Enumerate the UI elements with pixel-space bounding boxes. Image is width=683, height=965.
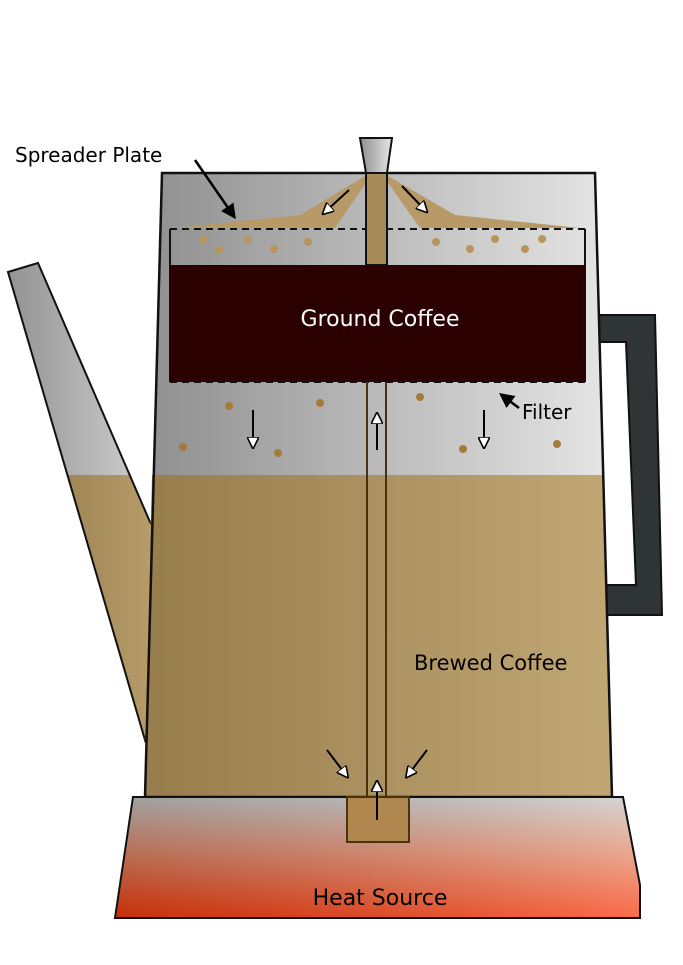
label-heat-source: Heat Source: [313, 886, 448, 911]
brewed-coffee-liquid: [145, 475, 612, 797]
top-knob: [358, 137, 394, 174]
filter-pointer-arrow: [499, 393, 520, 409]
label-spreader-plate: Spreader Plate: [15, 143, 162, 167]
handle: [597, 314, 664, 616]
spreader-plate-pointer-arrow: [193, 159, 236, 220]
label-filter: Filter: [522, 400, 572, 424]
label-ground-coffee: Ground Coffee: [301, 307, 460, 332]
ground-coffee: [170, 265, 585, 382]
spreader-plate: [175, 176, 580, 228]
label-brewed-coffee: Brewed Coffee: [414, 651, 567, 675]
heat-source: [113, 784, 641, 919]
coffee-drops: [179, 235, 561, 457]
percolator-tube: [358, 137, 394, 797]
